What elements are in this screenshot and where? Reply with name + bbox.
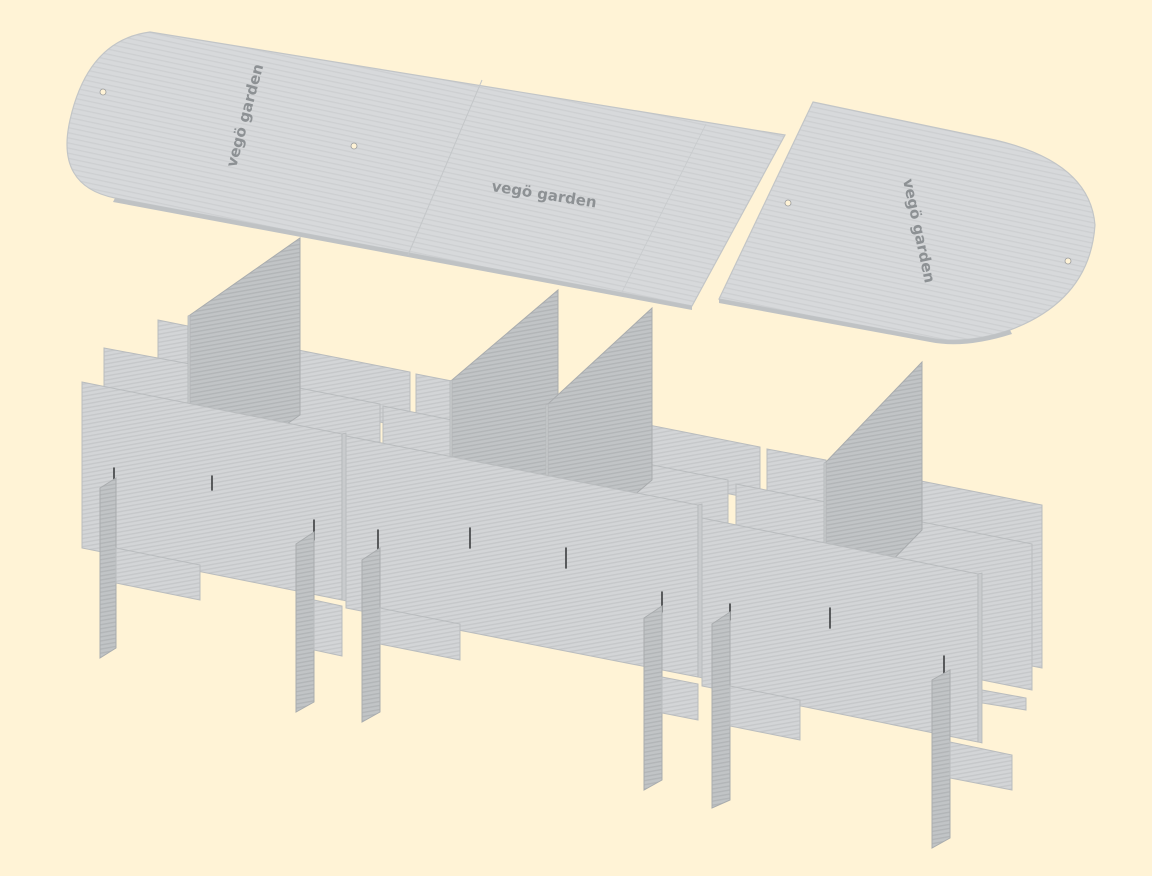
short-lid: vegö garden [718,101,1096,345]
front-walls [81,381,983,744]
front-connectors [99,477,1027,849]
lid-hole [350,142,358,150]
lid-hole [784,199,792,207]
lid-hole [99,88,107,96]
lid-hole [1064,257,1072,265]
long-lid: vegö garden vegö garden [66,31,786,310]
